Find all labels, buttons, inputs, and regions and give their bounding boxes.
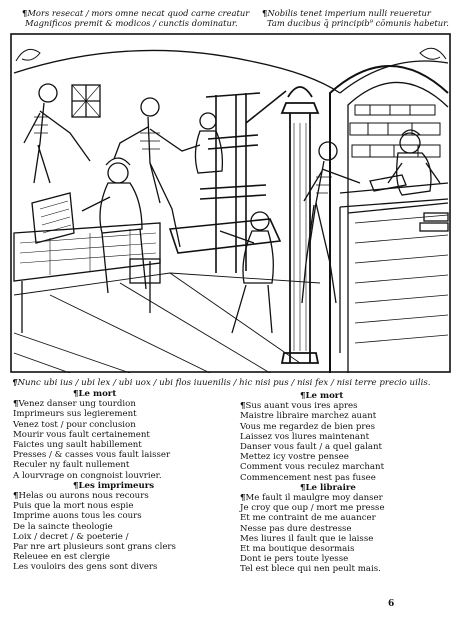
verse-line: Et me contraint de me auancer <box>240 513 376 524</box>
pilcrow: ¶ <box>300 482 306 493</box>
speaker-heading: ¶Les imprimeurs <box>73 480 155 491</box>
caption-right-2: Tam ducibus q̄ principib⁹ cōmunis habetu… <box>267 18 449 28</box>
pilcrow: ¶ <box>22 8 28 18</box>
verse-line: ¶Sus auant vous ires apres <box>240 401 358 412</box>
verse-line: Maistre libraire marchez auant <box>240 411 377 422</box>
pilcrow: ¶ <box>240 493 246 504</box>
pilcrow: ¶ <box>240 401 246 412</box>
verse-line: A lourvrage on congnoist louvrier. <box>13 470 162 481</box>
pilcrow: ¶ <box>73 480 79 491</box>
caption-right-1: ¶Nobilis tenet imperium nulli reueretur <box>262 8 431 18</box>
verse-line: Puis que la mort nous espie <box>13 501 134 512</box>
verse-line: ¶Venez danser ung tourdion <box>13 399 136 410</box>
caption-left-2: Magnificos premit & modicos / cunctis do… <box>25 18 238 28</box>
verse-line: ¶Helas ou aurons nous recours <box>13 491 149 502</box>
verse-line: Mourir vous fault certainement <box>13 429 150 440</box>
printing-press <box>168 90 287 273</box>
verse-line: Comment vous reculez marchant <box>240 462 385 473</box>
speaker-heading: ¶Le libraire <box>300 482 356 493</box>
speaker-heading: ¶Le mort <box>73 389 117 399</box>
verse-line: Reculer ny fault nullement <box>13 460 130 471</box>
speaker-heading: ¶Le mort <box>300 391 344 401</box>
verse-line: Venez tost / pour conclusion <box>13 419 136 430</box>
verse-line: Releuee en est clergie <box>13 552 110 563</box>
caption-left-1: ¶Mors resecat / mors omne necat quod car… <box>22 8 250 18</box>
pilcrow: ¶ <box>13 491 19 502</box>
verse-line: Mettez icy vostre pensee <box>240 452 349 463</box>
verse-line: Mes liures il fault que ie laisse <box>240 533 374 544</box>
verse-line: Les vouloirs des gens sont divers <box>13 562 158 573</box>
pilcrow: ¶ <box>262 8 268 18</box>
verse-line: Danser vous fault / a quel galant <box>240 442 382 453</box>
verse-line: Faictes ung sault habillement <box>13 440 142 451</box>
pilcrow: ¶ <box>300 391 306 401</box>
verse-line: ¶Me fault il maulgre moy danser <box>240 493 383 504</box>
verse-line: Imprime auons tous les cours <box>13 511 142 522</box>
verse-line: Loix / decret / & poeterie / <box>13 531 129 542</box>
verse-line: Je croy que oup / mort me presse <box>240 503 385 514</box>
page-number: 6 <box>388 599 395 609</box>
verse-line: Imprimeurs sus legierement <box>13 409 137 420</box>
verse-line: Dont ie pers toute lyesse <box>240 554 349 565</box>
pilcrow: ¶ <box>73 389 79 399</box>
verse-line: Vous me regardez de bien pres <box>240 421 376 432</box>
verse-line: Laissez vos liures maintenant <box>240 431 370 442</box>
book-shelves <box>349 104 441 158</box>
verse-line: Et ma boutique desormais <box>240 544 355 555</box>
pilcrow: ¶ <box>13 399 19 410</box>
verse-line: Tel est blece qui nen peult mais. <box>240 564 381 575</box>
verse-line: Nesse pas dure destresse <box>240 523 352 534</box>
woodcut-illustration <box>10 33 451 373</box>
verse-line: Commencement nest pas fusee <box>240 472 376 483</box>
verse-line: Par nre art plusieurs sont grans clers <box>13 542 176 553</box>
verse-line: Presses / & casses vous fault laisser <box>13 450 171 461</box>
latin-verse-line: ¶Nunc ubi ius / ubi lex / ubi uox / ubi … <box>12 378 431 388</box>
verse-line: De la saincte theologie <box>13 521 113 532</box>
